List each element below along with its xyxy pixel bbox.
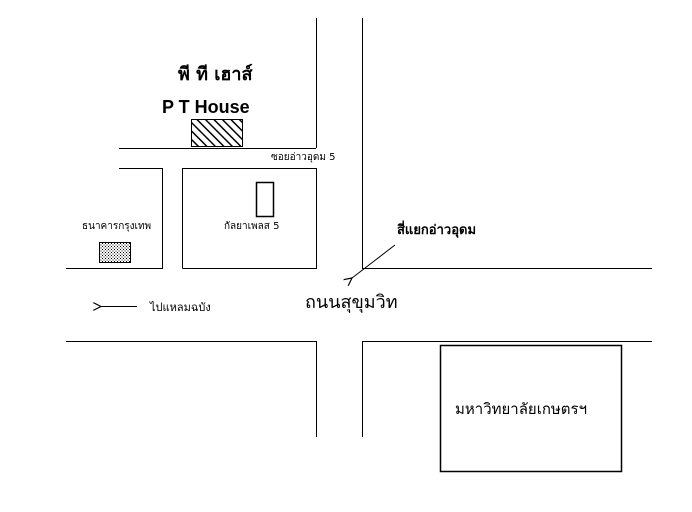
kallaya-place-building bbox=[255, 181, 275, 218]
direction-label: ไปแหลมฉบัง bbox=[150, 301, 211, 314]
intersection-arrow bbox=[352, 244, 396, 278]
intersection-label: สี่แยกอ่าวอุดม bbox=[397, 223, 477, 238]
kallaya-place-label: กัลยาเพลส 5 bbox=[224, 221, 280, 232]
bank-building bbox=[99, 242, 131, 263]
sukhumvit-edge-south-west bbox=[66, 341, 317, 437]
university-building bbox=[439, 344, 623, 473]
main-road-label: ถนนสุขุมวิท bbox=[305, 292, 398, 313]
bank-block-outline bbox=[66, 168, 163, 269]
sukhumvit-edge-south-east bbox=[362, 341, 652, 437]
kallaya-block-outline bbox=[182, 168, 317, 269]
university-label: มหาวิทยาลัยเกษตรฯ bbox=[455, 400, 588, 418]
bank-label: ธนาคารกรุงเทพ bbox=[82, 221, 152, 232]
road-lines bbox=[66, 18, 652, 437]
pt-house-thai-label: พี ที เฮาส์ bbox=[178, 64, 253, 85]
pt-house-building bbox=[191, 119, 243, 147]
soi-label: ซอยอ่าวอุดม 5 bbox=[271, 152, 336, 163]
pt-house-english-label: P T House bbox=[162, 97, 250, 117]
